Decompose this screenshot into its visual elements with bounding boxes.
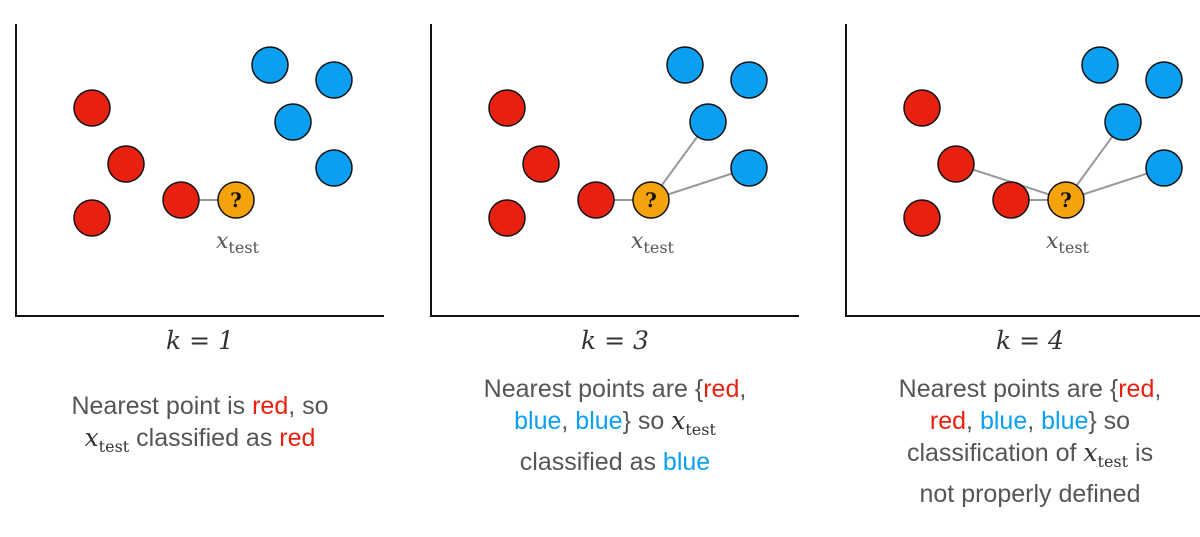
blue-point [666, 46, 704, 84]
red-point [488, 199, 526, 237]
caption-text: , so [288, 392, 329, 420]
caption-text: classified as [129, 424, 280, 452]
caption-line: not properly defined [850, 478, 1200, 510]
caption-text: is [1128, 439, 1154, 467]
red-point [162, 181, 200, 219]
red-point [577, 181, 615, 219]
red-point [488, 89, 526, 127]
red-point [522, 145, 560, 183]
red-point [937, 145, 975, 183]
caption-text: classification of [906, 439, 1084, 467]
caption-text: , [966, 407, 980, 435]
caption-text: , [1027, 407, 1042, 435]
blue-point [1081, 46, 1119, 84]
plot-k4: ? xtest [845, 24, 1200, 317]
panel-k4: ?xtest k = 4 Nearest points are {red,red… [830, 0, 1200, 537]
test-point [1047, 181, 1085, 219]
word-red: red [1118, 375, 1155, 403]
k-label: k = 1 [166, 326, 234, 355]
red-point [73, 199, 111, 237]
word-blue: blue [979, 407, 1028, 435]
test-point [632, 181, 670, 219]
word-blue: blue [662, 448, 711, 476]
caption-text: } so [1088, 407, 1131, 435]
blue-point [315, 61, 353, 99]
caption-text: not properly defined [919, 480, 1141, 508]
word-red: red [279, 424, 316, 452]
caption-text: , [561, 407, 576, 435]
caption-line: red, blue, blue} so [850, 405, 1200, 437]
red-point [73, 89, 111, 127]
caption-line: blue, blue} so xtest [435, 405, 795, 446]
blue-point [274, 103, 312, 141]
test-point [217, 181, 255, 219]
caption-text: classified as [519, 448, 663, 476]
caption-line: Nearest points are {red, [435, 373, 795, 405]
caption-line: Nearest point is red, so [20, 390, 380, 422]
x-test-inline: xtest [671, 406, 716, 439]
blue-point [730, 149, 768, 187]
red-point [992, 181, 1030, 219]
blue-point [689, 103, 727, 141]
word-red: red [703, 375, 740, 403]
plot-k1: ? xtest [15, 24, 384, 317]
caption-line: xtest classified as red [20, 422, 380, 463]
word-blue: blue [1041, 407, 1089, 435]
test-point-symbol: ? [1060, 188, 1072, 212]
caption-text: Nearest point is [71, 392, 253, 420]
blue-point [730, 61, 768, 99]
x-test-inline: xtest [84, 423, 130, 456]
caption: Nearest points are {red,blue, blue} so x… [435, 373, 795, 478]
blue-point [1145, 149, 1183, 187]
k-label: k = 3 [581, 326, 649, 355]
plot-k3: ? xtest [430, 24, 799, 317]
blue-point [315, 149, 353, 187]
test-point-symbol: ? [645, 188, 657, 212]
test-point-label: xtest [216, 229, 260, 257]
caption-line: classified as blue [435, 446, 795, 478]
caption-text: , [1154, 375, 1162, 403]
test-point-label: xtest [631, 229, 675, 257]
k-label: k = 4 [996, 326, 1064, 355]
blue-point [1104, 103, 1142, 141]
word-blue: blue [575, 407, 623, 435]
panel-k3: ?xtest k = 3 Nearest points are {red,blu… [415, 0, 815, 537]
x-test-inline: xtest [1083, 438, 1129, 471]
blue-point [1145, 61, 1183, 99]
red-point [107, 145, 145, 183]
caption-line: Nearest points are {red, [850, 373, 1200, 405]
word-red: red [252, 392, 289, 420]
test-point-label: xtest [1046, 229, 1090, 257]
red-point [903, 89, 941, 127]
word-blue: blue [514, 407, 562, 435]
word-red: red [929, 407, 967, 435]
caption-text: } so [622, 407, 672, 435]
caption-text: Nearest points are { [483, 375, 704, 403]
caption-text: Nearest points are { [898, 375, 1119, 403]
red-point [903, 199, 941, 237]
caption: Nearest points are {red,red, blue, blue}… [850, 373, 1200, 510]
caption-line: classification of xtest is [850, 437, 1200, 478]
caption-text: , [739, 375, 747, 403]
test-point-symbol: ? [230, 188, 242, 212]
blue-point [251, 46, 289, 84]
